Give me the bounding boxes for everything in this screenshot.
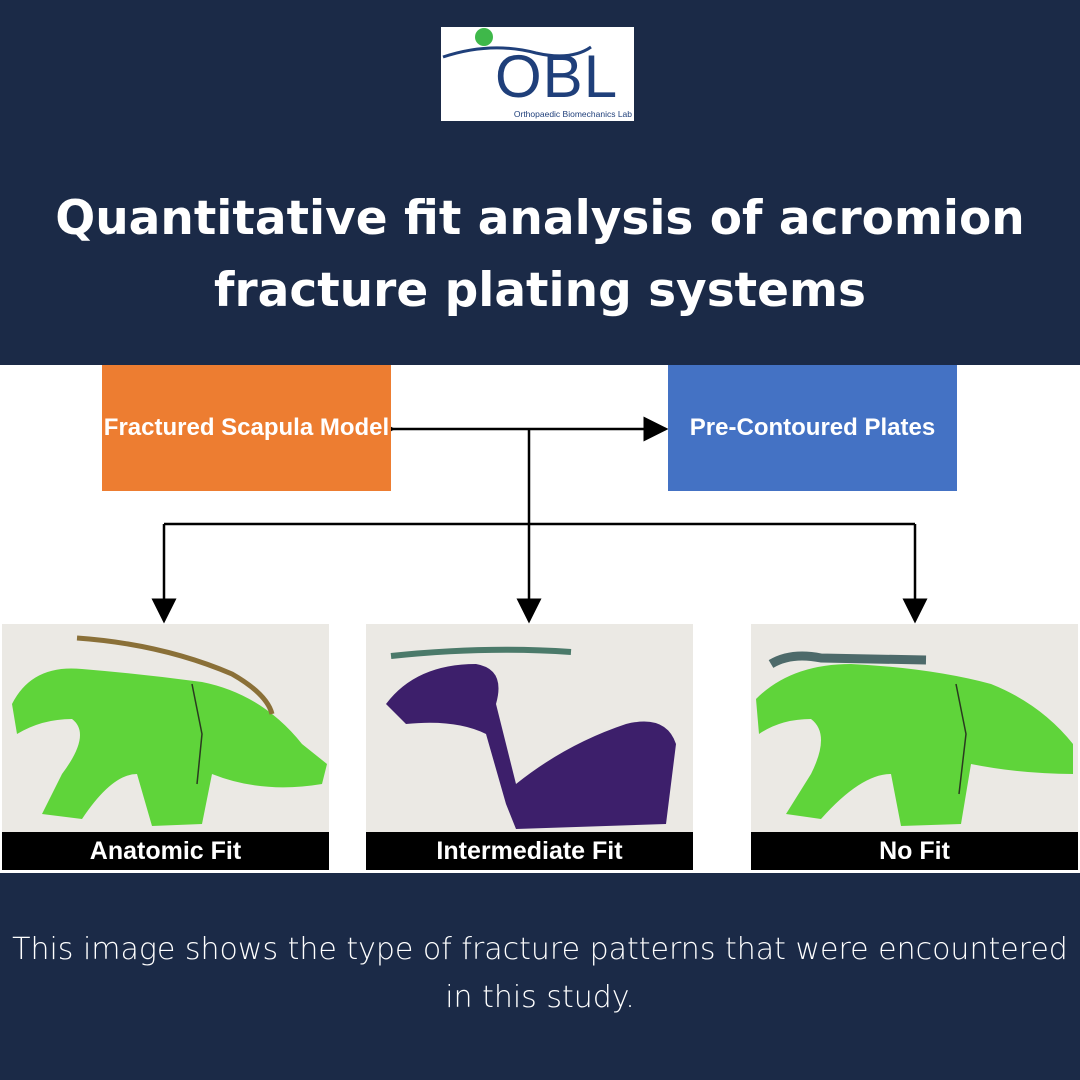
outcome-label-intermediate: Intermediate Fit	[366, 832, 693, 870]
flow-connectors	[151, 416, 928, 624]
no-fit-photo	[751, 624, 1078, 832]
outcome-label-no-fit: No Fit	[751, 832, 1078, 870]
logo-swoosh-icon	[442, 28, 592, 59]
caption-text: This image shows the type of fracture pa…	[12, 932, 1068, 1015]
logo-subtitle: Orthopaedic Biomechanics Lab	[513, 109, 632, 119]
intermediate-fit-photo	[366, 624, 693, 832]
outcome-label-anatomic: Anatomic Fit	[2, 832, 329, 870]
page-title: Quantitative fit analysis of acromion fr…	[55, 191, 1025, 318]
fractured-scapula-box: Fractured Scapula Model	[102, 365, 391, 491]
pre-contoured-plates-box: Pre-Contoured Plates	[668, 365, 957, 491]
fit-diagram: Fractured Scapula Model Pre-Contoured Pl…	[0, 365, 1080, 873]
obl-logo: OBL Orthopaedic Biomechanics Lab	[441, 27, 634, 121]
anatomic-fit-photo	[2, 624, 329, 832]
logo-wordmark: OBL	[495, 43, 619, 110]
